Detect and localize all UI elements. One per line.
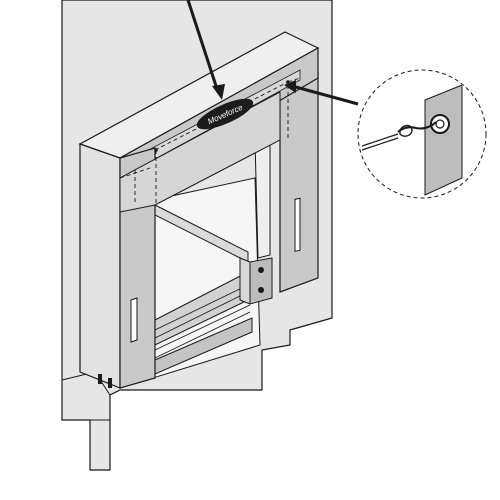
detail-eyelet-inner [435, 119, 445, 129]
bumper-block [249, 257, 273, 305]
bumper-side [239, 257, 251, 305]
detail-leader-line [291, 84, 359, 106]
detail-panel [424, 84, 463, 196]
right-side-curtain [279, 71, 319, 293]
detail-leader-arrowhead [284, 80, 296, 93]
cable-anchor [154, 148, 158, 152]
bumper-bolt [258, 287, 264, 293]
head-lower-panel [119, 91, 281, 213]
cable-detail-circle [357, 69, 487, 199]
cable-anchor [286, 80, 290, 84]
left-pad-side [79, 143, 121, 389]
top-callout-arrowhead [212, 84, 225, 100]
detail-hook [397, 121, 437, 133]
top-callout-arrow-line [186, 0, 220, 93]
left-pad-stripe [130, 297, 138, 343]
opening-right-post [254, 135, 271, 259]
detail-content [361, 84, 463, 196]
detail-cable [361, 133, 399, 151]
leveler-rails [154, 284, 251, 359]
detail-hook-loop [399, 124, 413, 137]
bumper-bolt [258, 267, 264, 273]
left-pad-foot [108, 378, 112, 388]
left-pad-foot [98, 374, 102, 384]
right-curtain-stripe [294, 197, 301, 252]
